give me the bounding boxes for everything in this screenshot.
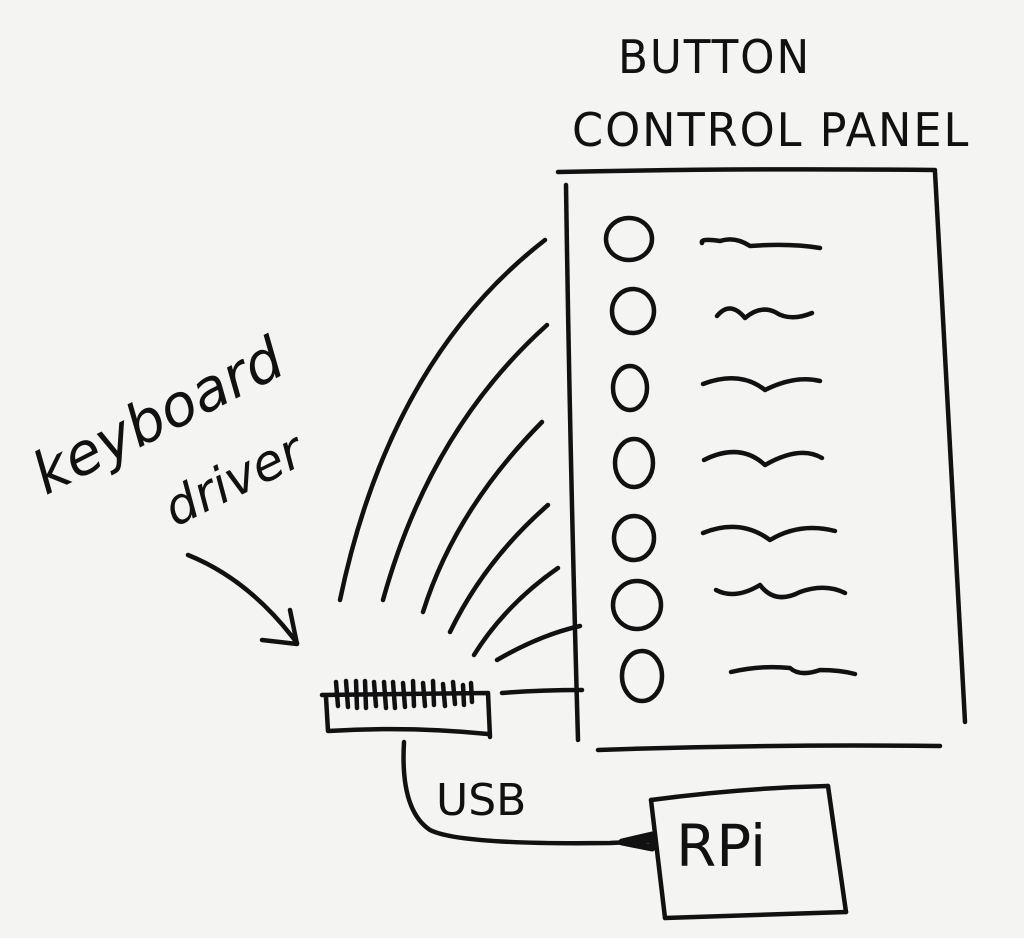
button-5-icon — [611, 513, 657, 563]
button-4-icon — [612, 436, 656, 490]
button-3-icon — [610, 363, 650, 413]
panel-buttons — [603, 215, 665, 704]
label-squiggle-1 — [699, 237, 823, 251]
label-squiggle-4 — [701, 449, 825, 468]
button-6-icon — [610, 578, 664, 632]
rpi-box — [648, 783, 849, 921]
label-squiggle-5 — [700, 524, 838, 543]
label-squiggle-6 — [713, 582, 848, 600]
button-1-icon — [603, 215, 655, 263]
wires — [337, 237, 585, 696]
label-squiggle-3 — [700, 376, 823, 393]
diagram-title-line-1: BUTTON — [618, 30, 812, 84]
button-labels — [699, 237, 858, 677]
arrow-icon — [185, 552, 300, 647]
usb-label: USB — [436, 775, 527, 826]
button-7-icon — [619, 648, 665, 704]
label-squiggle-2 — [714, 306, 815, 321]
label-squiggle-7 — [728, 664, 858, 677]
keyboard-driver-board — [319, 678, 493, 740]
usb-cable — [401, 739, 656, 852]
diagram-title-line-2: CONTROL PANEL — [572, 103, 971, 157]
rpi-label: RPi — [676, 812, 767, 880]
button-2-icon — [609, 286, 657, 336]
control-panel-box — [555, 167, 968, 753]
